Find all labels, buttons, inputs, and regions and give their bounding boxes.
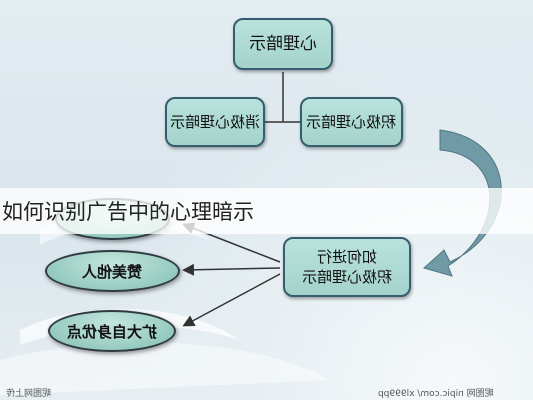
oval-bottom-label: 扩大自身优点: [66, 322, 157, 341]
title-banner: [0, 188, 533, 234]
node-top: 心理暗示: [233, 18, 333, 70]
watermark-left: 昵图网上传: [6, 389, 52, 399]
watermark-right: 昵图网 nipic.com/ xl999pp: [378, 389, 494, 399]
node-left: 消极心理暗示: [165, 97, 265, 147]
node-bottom-label: 如何进行 积极心理暗示: [301, 247, 392, 286]
node-right: 积极心理暗示: [300, 97, 403, 147]
oval-middle: 赞美他人: [45, 250, 180, 292]
node-left-label: 消极心理暗示: [169, 112, 260, 131]
node-top-label: 心理暗示: [249, 33, 317, 54]
oval-middle-label: 赞美他人: [82, 262, 143, 281]
page-title: 如何识别广告中的心理暗示: [2, 200, 254, 224]
oval-bottom: 扩大自身优点: [48, 310, 176, 352]
node-right-label: 积极心理暗示: [306, 112, 397, 131]
node-bottom: 如何进行 积极心理暗示: [283, 237, 411, 297]
